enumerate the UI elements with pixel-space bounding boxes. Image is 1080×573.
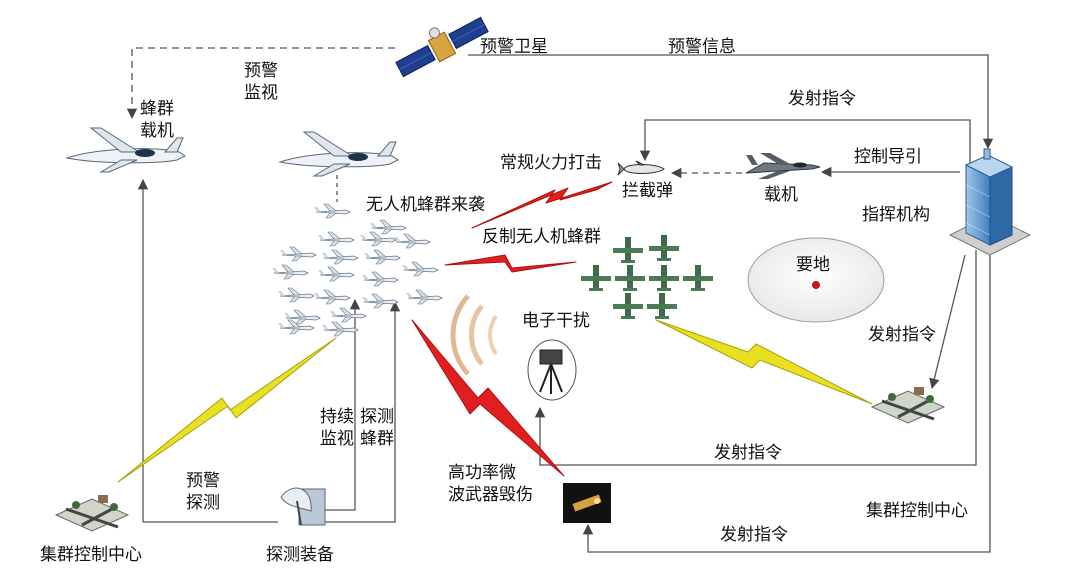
warning-satellite-label: 预警卫星 [480, 37, 548, 57]
interceptor-missile-label: 拦截弹 [622, 181, 673, 201]
launch-command-bottom-label: 发射指令 [720, 525, 788, 545]
radar-to-swarm-line-2 [325, 300, 401, 523]
aircraft-icon [65, 127, 186, 173]
command-to-hpm-line [582, 250, 991, 553]
command-to-jammer-line [534, 250, 977, 466]
command-to-missile-line [639, 119, 971, 172]
launch-command-top-label: 发射指令 [788, 89, 856, 109]
cluster-control-left-label: 集群控制中心 [40, 545, 142, 565]
fighter-jet-icon [745, 153, 821, 179]
detect-swarm-label: 探测 蜂群 [360, 407, 394, 449]
control-center-icon [870, 387, 946, 424]
command-to-friendly-control [929, 254, 966, 390]
aircraft-icon [278, 131, 399, 177]
drone-swarm-icon [271, 203, 443, 337]
jammer-icon [450, 294, 577, 401]
hpm-weapon-icon [563, 483, 611, 523]
radar-icon [280, 487, 326, 526]
key-site-dot [812, 281, 820, 289]
launch-command-mid-label: 发射指令 [714, 443, 782, 463]
hpm-destroy-label: 高功率微 波武器毁伤 [448, 463, 533, 505]
key-site-label: 要地 [796, 255, 830, 275]
command-center-label: 指挥机构 [862, 205, 930, 225]
control-guidance-label: 控制导引 [854, 147, 922, 167]
ew-jamming-label: 电子干扰 [522, 311, 590, 331]
red-bolt-hpm [411, 319, 565, 477]
command-building-icon [948, 148, 1032, 256]
warning-info-label: 预警信息 [668, 37, 736, 57]
conventional-fire-label: 常规火力打击 [500, 153, 602, 173]
carrier-aircraft-label: 载机 [764, 185, 798, 205]
warning-detect-label: 预警 探测 [186, 471, 220, 513]
connection-lines [126, 47, 994, 553]
control-center-icon [54, 495, 130, 532]
yellow-bolt-right [655, 319, 873, 405]
interceptor-missile-icon [617, 160, 665, 176]
detection-equipment-label: 探测装备 [266, 545, 334, 565]
warning-monitor-label: 预警 监视 [244, 61, 278, 103]
sat-to-command-line [468, 54, 994, 150]
cluster-control-right-label: 集群控制中心 [866, 501, 968, 521]
launch-command-right-label: 发射指令 [868, 325, 936, 345]
continuous-monitor-label: 持续 监视 [320, 407, 354, 449]
red-bolt-counter [444, 254, 577, 273]
swarm-carrier-label: 蜂群 载机 [140, 99, 174, 141]
counter-swarm-label: 反制无人机蜂群 [482, 227, 601, 247]
key-site-area [747, 237, 885, 323]
red-bolt-fire [471, 181, 613, 229]
uav-swarm-attack-label: 无人机蜂群来袭 [366, 195, 485, 215]
dashed-sat-to-carrier [126, 47, 395, 120]
yellow-bolt-left [117, 337, 337, 483]
lightning-bolts [117, 181, 873, 483]
satellite-icon [395, 16, 489, 78]
radar-to-swarm-line-1 [325, 298, 361, 511]
